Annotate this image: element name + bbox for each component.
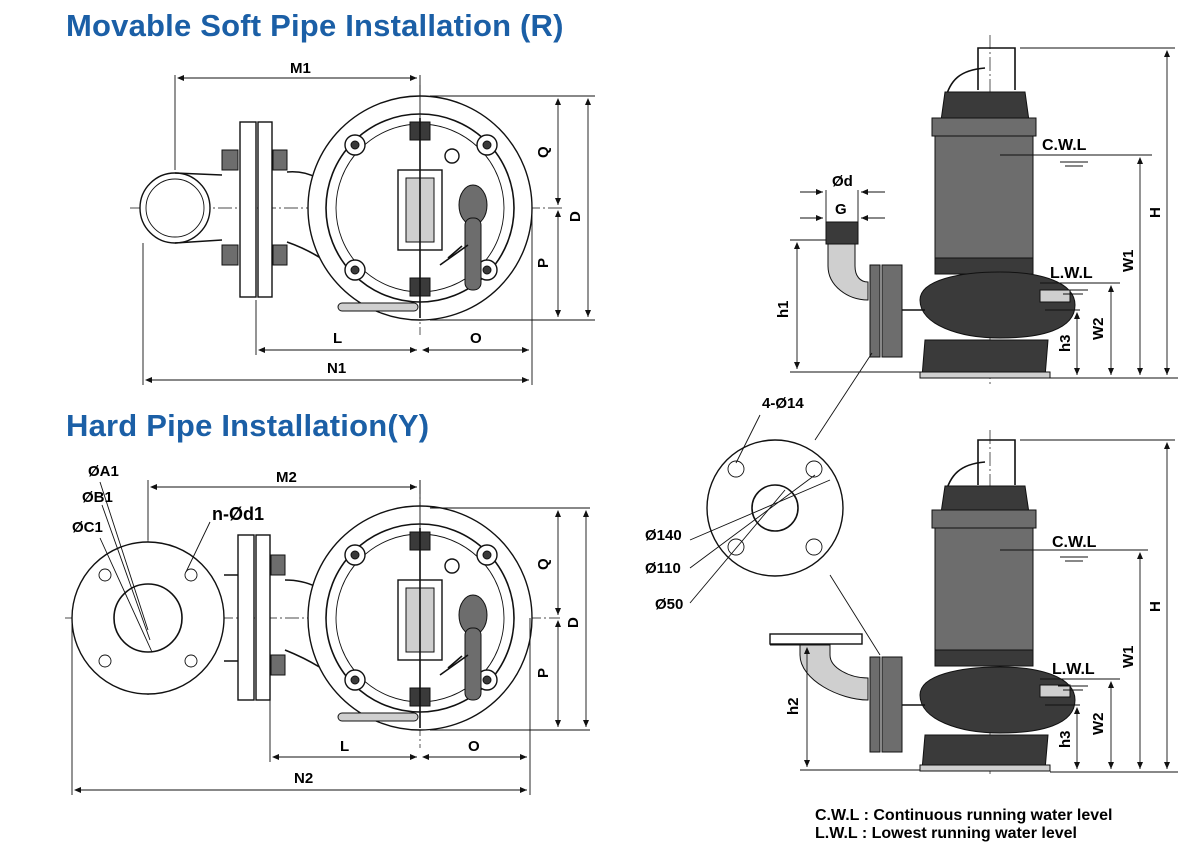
top-view-hard-pipe: ØA1 ØB1 ØC1 M2 n-Ød1 Q D P L O N2 [65,463,590,795]
title-movable-installation: Movable Soft Pipe Installation (R) [66,8,564,43]
dim-h3: h3 [1057,334,1074,352]
dim-p: P [535,258,552,268]
label-cwl: C.W.L [1042,137,1087,154]
flange-detail: 4-Ø14 Ø140 Ø110 Ø50 [645,352,881,656]
dim-a1: ØA1 [88,463,119,480]
dim-l: L [340,738,349,755]
label-lwl: L.W.L [1050,265,1093,282]
dim-g: G [835,201,847,218]
label-cwl: C.W.L [1052,534,1097,551]
dim-h2: h2 [785,697,802,715]
label-lwl: L.W.L [1052,661,1095,678]
dim-h3: h3 [1057,730,1074,748]
dim-o: O [470,330,482,347]
dim-n1: N1 [327,360,346,377]
dim-d140: Ø140 [645,527,682,544]
legend-lwl: L.W.L : Lowest running water level [815,825,1077,842]
dim-p: P [535,668,552,678]
dim-holes: 4-Ø14 [762,395,804,412]
dim-w2: W2 [1090,713,1107,736]
side-view-movable: Ød G h1 C.W.L L.W.L H W1 W2 h3 [775,35,1178,385]
dim-c1: ØC1 [72,519,103,536]
dim-o: O [468,738,480,755]
dim-m2: M2 [276,469,297,486]
legend-cwl: C.W.L : Continuous running water level [815,807,1113,824]
dim-w1: W1 [1120,646,1137,669]
dim-w1: W1 [1120,250,1137,273]
dim-d110: Ø110 [645,560,681,577]
dim-d: D [565,617,582,628]
dim-h1: h1 [775,300,792,318]
top-view-movable: M1 Q D P L O N1 [130,60,595,385]
dim-h: H [1147,207,1164,218]
dim-n2: N2 [294,770,313,787]
dim-d50: Ø50 [655,596,683,613]
dim-q: Q [535,558,552,570]
dim-q: Q [535,146,552,158]
side-view-hard-pipe: h2 C.W.L L.W.L H W1 W2 h3 [769,430,1178,775]
title-hard-pipe-installation: Hard Pipe Installation(Y) [66,408,430,443]
dim-b1: ØB1 [82,489,113,506]
dim-m1: M1 [290,60,311,77]
dim-h: H [1147,601,1164,612]
dim-od: Ød [832,173,853,190]
dim-d: D [567,211,584,222]
dim-w2: W2 [1090,318,1107,341]
dim-l: L [333,330,342,347]
dim-nd1: n-Ød1 [212,504,264,524]
